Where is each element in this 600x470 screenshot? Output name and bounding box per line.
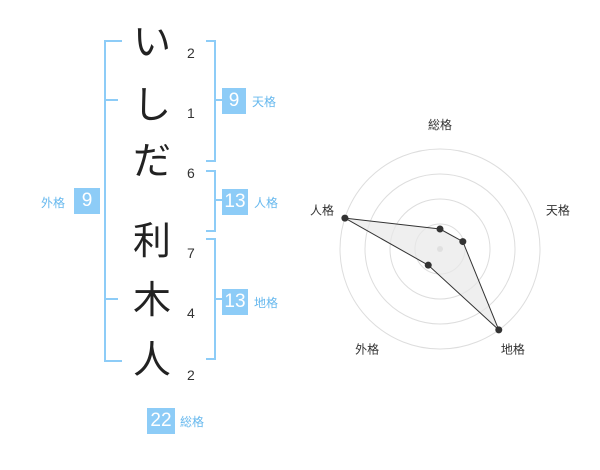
name-char: 利 (132, 219, 171, 263)
stroke-count: 4 (187, 305, 195, 321)
tenkaku-value-badge: 9 (222, 88, 246, 114)
radar-axis-label: 天格 (546, 203, 570, 218)
radar-axis-label: 地格 (501, 341, 525, 356)
name-char: し (132, 83, 171, 127)
gaikaku-value-badge: 9 (74, 188, 100, 214)
radar-point (495, 326, 503, 334)
radar-point (341, 214, 349, 222)
name-char: い (132, 20, 171, 64)
radar-grid-ring (364, 173, 516, 325)
jinkaku-bracket (206, 170, 216, 232)
tenkaku-label: 天格 (252, 95, 277, 109)
stroke-count: 1 (187, 105, 195, 121)
stroke-count: 7 (187, 245, 195, 261)
radar-axis-label: 外格 (355, 341, 379, 356)
bracket-tick (216, 199, 222, 201)
radar-grid-ring (339, 148, 541, 350)
radar-axis-label: 人格 (310, 203, 334, 218)
radar-point (424, 261, 432, 269)
radar-point (459, 238, 467, 246)
chikaku-value-badge: 13 (222, 289, 248, 315)
radar-point (436, 225, 444, 233)
bracket-tick (104, 298, 118, 300)
radar-series-polygon (344, 217, 500, 331)
soukaku-value-badge: 22 (147, 408, 175, 434)
stroke-count: 2 (187, 45, 195, 61)
tenkaku-bracket (206, 40, 216, 162)
stroke-count: 2 (187, 367, 195, 383)
jinkaku-label: 人格 (254, 196, 279, 210)
chikaku-label: 地格 (254, 296, 279, 310)
bracket-tick (104, 99, 118, 101)
gaikaku-bracket (104, 40, 122, 362)
radar-axis-label: 総格 (428, 117, 452, 132)
radar-grid-ring (389, 198, 491, 300)
bracket-tick (216, 99, 222, 101)
soukaku-label: 総格 (180, 415, 205, 429)
chikaku-bracket (206, 238, 216, 360)
bracket-tick (216, 298, 222, 300)
jinkaku-value-badge: 13 (222, 189, 248, 215)
name-char: 人 (132, 338, 171, 382)
name-char: だ (132, 139, 171, 183)
gaikaku-label: 外格 (41, 196, 66, 210)
stroke-count: 6 (187, 165, 195, 181)
name-char: 木 (132, 278, 171, 322)
